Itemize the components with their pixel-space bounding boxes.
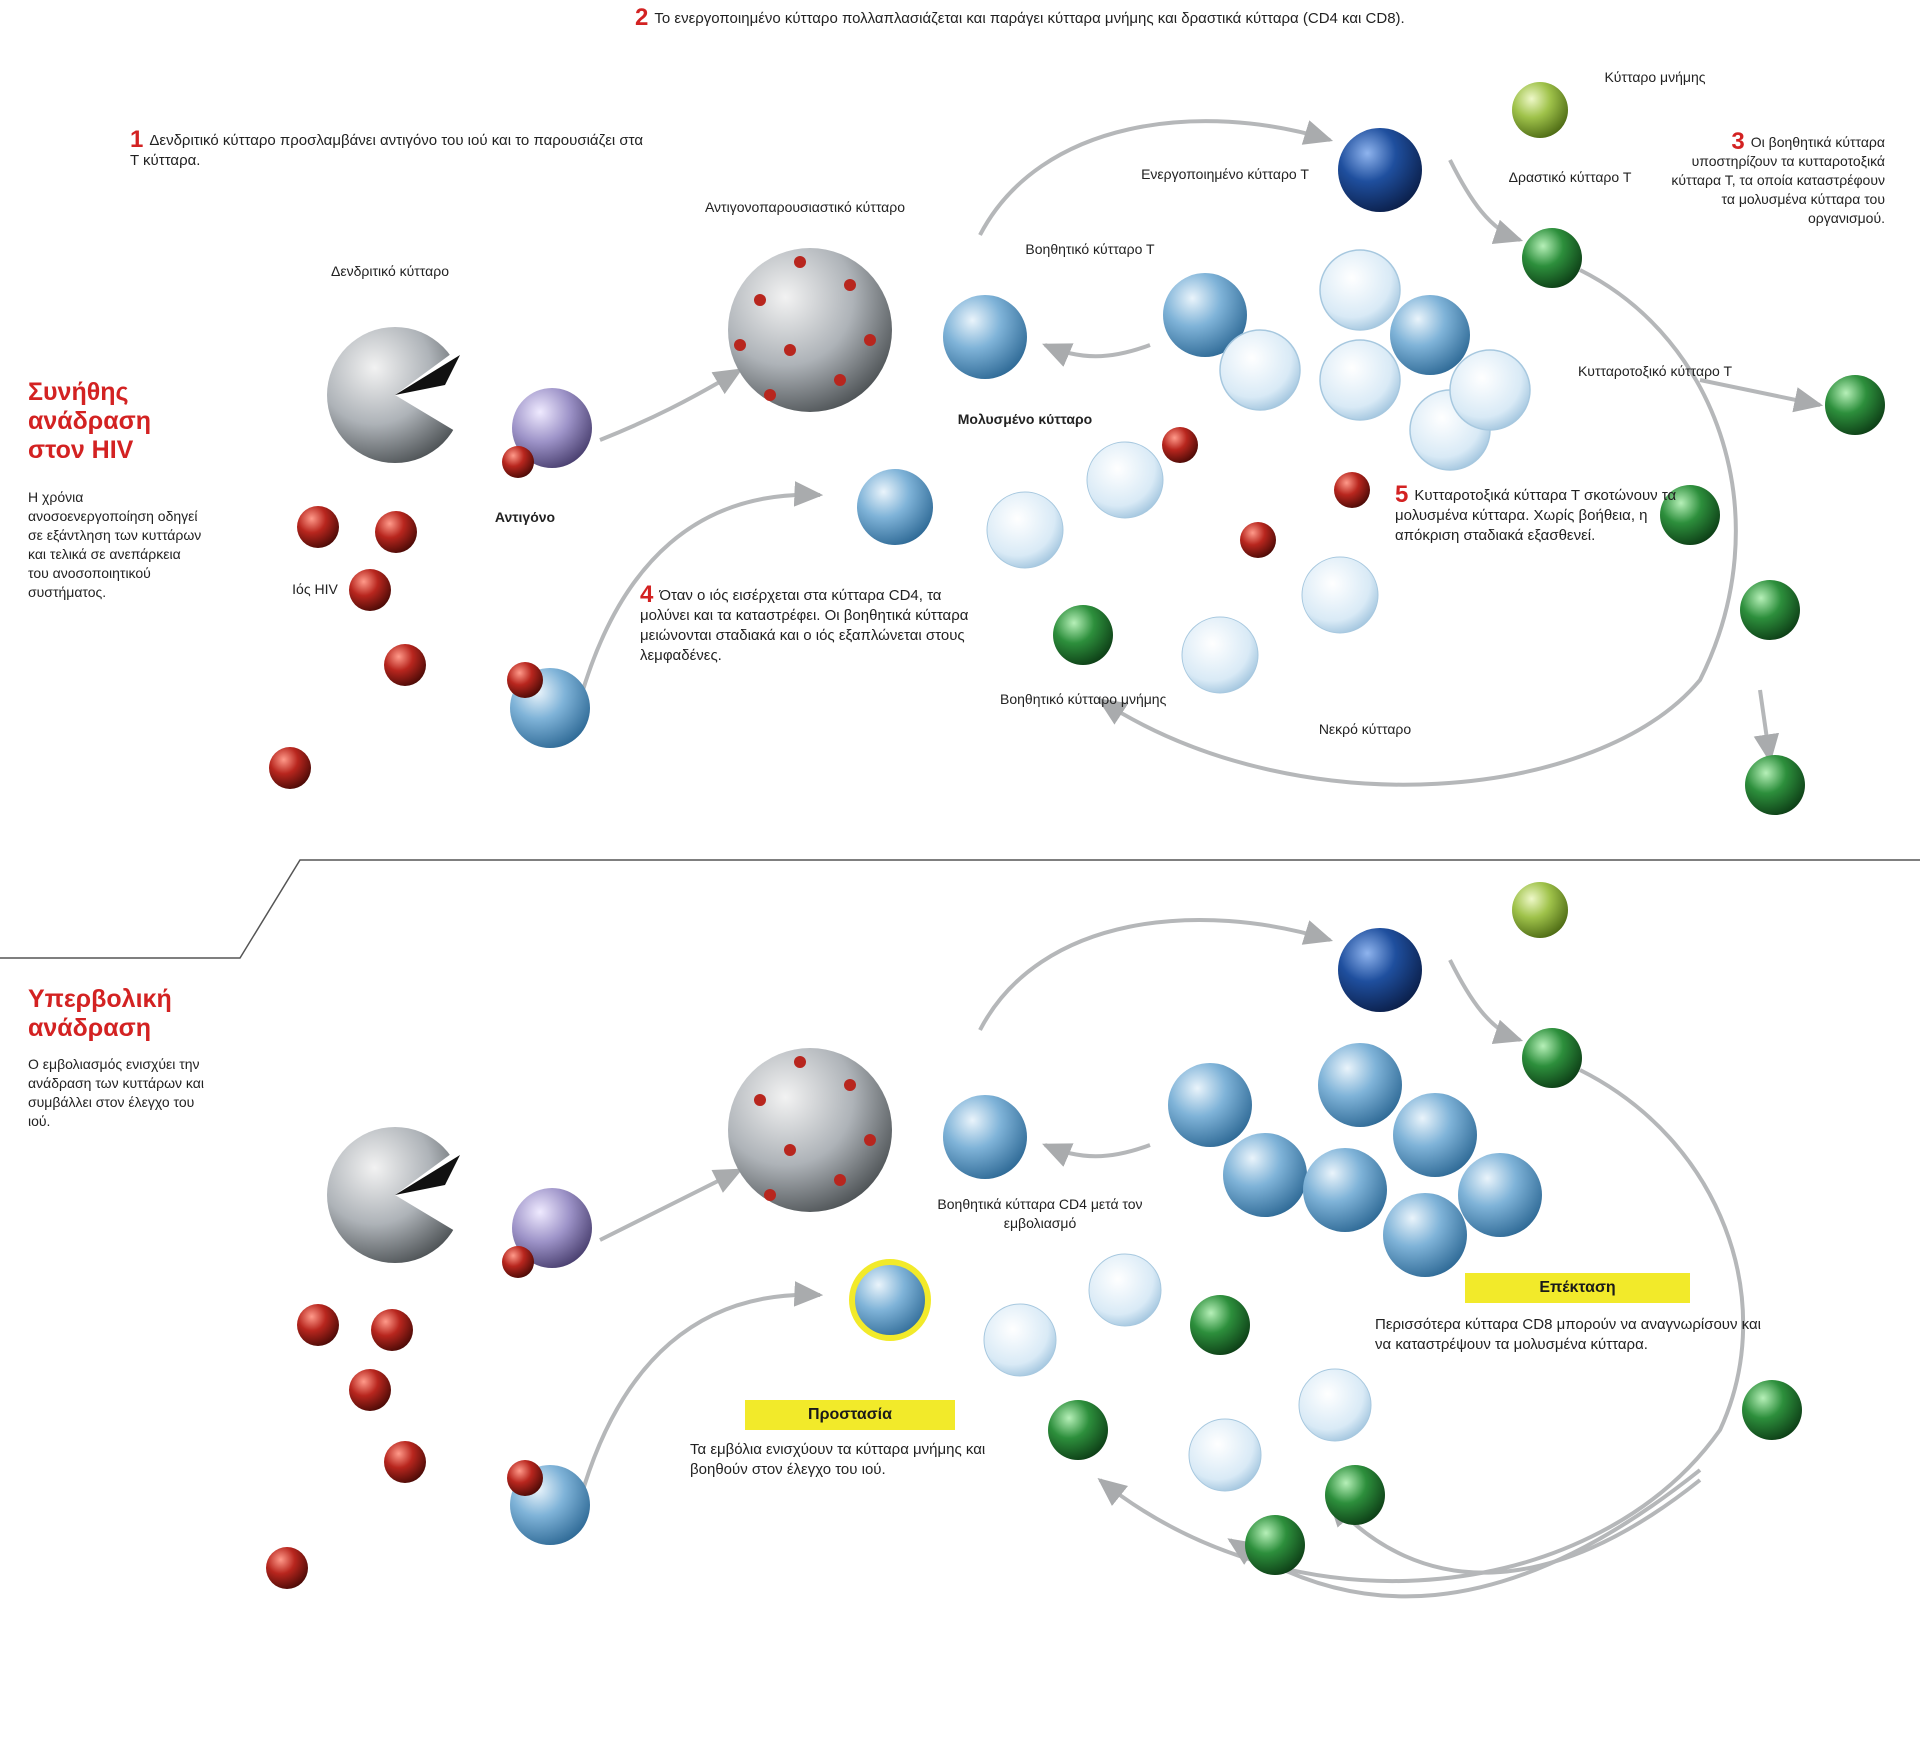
- effector-cell-top-4: [1740, 580, 1800, 640]
- effector-cell-top-2: [1825, 375, 1885, 435]
- top-arrows: [578, 119, 1824, 787]
- effector-cell-bottom-1: [1522, 1028, 1582, 1088]
- label-helper-mem: Βοηθητικό κύτταρο μνήμης: [1000, 691, 1167, 707]
- callout-protection-text: Τα εμβόλια ενισχύουν τα κύτταρα μνήμης κ…: [690, 1441, 986, 1478]
- step-5-text: Κυτταροτοξικά κύτταρα Τ σκοτώνουν τα μολ…: [1395, 487, 1677, 544]
- virus-cluster-top: [269, 506, 426, 789]
- activated-dendritic-top: [728, 248, 892, 412]
- label-dendritic: Δενδριτικό κύτταρο: [331, 263, 449, 279]
- section-body-top: Η χρόνια ανοσοενεργοποίηση οδηγεί σε εξά…: [28, 489, 202, 600]
- label-infected: Μολυσμένο κύτταρο: [957, 411, 1093, 427]
- step-5-number: 5: [1395, 481, 1409, 508]
- callout-protection-label: Προστασία: [745, 1400, 955, 1430]
- label-antigen: Αντιγόνο: [494, 509, 556, 525]
- activated-dendritic-bottom: [728, 1048, 892, 1212]
- dendritic-cell-top: [327, 327, 470, 463]
- step-1-text: Δενδριτικό κύτταρο προσλαμβάνει αντιγόνο…: [130, 132, 644, 169]
- label-helper-t: Βοηθητικό κύτταρο Τ: [1025, 241, 1155, 257]
- expanded-helper-cells: [1168, 1043, 1542, 1277]
- dying-cells-top: [1219, 249, 1531, 471]
- virus-cluster-bottom: [266, 1304, 426, 1589]
- infected-cells-top: [507, 427, 1379, 748]
- section-body-bottom: Ο εμβολιασμός ενισχύει την ανάδραση των …: [28, 1056, 204, 1129]
- label-memory: Κύτταρο μνήμης: [1604, 69, 1706, 85]
- effector-cell-top-3: [1660, 485, 1720, 545]
- dendritic-cell-bottom: [327, 1127, 470, 1263]
- bottom-arrows: [578, 918, 1746, 1599]
- callout-expansion-label: Επέκταση: [1465, 1273, 1690, 1303]
- step-4-text: Όταν ο ιός εισέρχεται στα κύτταρα CD4, τ…: [640, 587, 969, 664]
- step-3-text: Οι βοηθητικά κύτταρα υποστηρίζουν τα κυτ…: [1671, 134, 1885, 226]
- activated-cell-top: [1163, 273, 1247, 357]
- effector-cell-top-1: [1522, 228, 1582, 288]
- label-effector: Δραστικό κύτταρο Τ: [1508, 169, 1632, 185]
- infected-cells-bottom: [507, 1253, 1802, 1575]
- step-2-number: 2: [635, 4, 649, 31]
- effector-cell-top-5: [1745, 755, 1805, 815]
- section-title-bottom: Υπερβολική ανάδραση: [28, 985, 172, 1042]
- memory-cell-bottom: [1338, 928, 1422, 1012]
- label-vaccine-helper: Βοηθητικά κύτταρα CD4 μετά τον εμβολιασμ…: [937, 1196, 1143, 1231]
- label-activated: Ενεργοποιημένο κύτταρο Τ: [1141, 166, 1309, 182]
- presenting-cell-bottom: [512, 1188, 592, 1268]
- label-dead: Νεκρό κύτταρο: [1318, 721, 1412, 737]
- section-divider: [0, 859, 1920, 959]
- callout-expansion-text: Περισσότερα κύτταρα CD8 μπορούν να αναγν…: [1375, 1316, 1761, 1353]
- presenting-cell-top: [512, 388, 592, 468]
- label-cytotoxic: Κυτταροτοξικό κύτταρο Τ: [1577, 363, 1733, 379]
- light-green-cell-bottom: [1512, 882, 1568, 938]
- label-presenting: Αντιγονοπαρουσιαστικό κύτταρο: [704, 199, 906, 215]
- light-green-cell-top: [1512, 82, 1568, 138]
- step-2-text: Το ενεργοποιημένο κύτταρο πολλαπλασιάζετ…: [654, 10, 1405, 27]
- section-title-top: Συνήθης ανάδραση στον HIV: [28, 378, 152, 464]
- step-4-number: 4: [640, 581, 654, 608]
- step-2: 2 Το ενεργοποιημένο κύτταρο πολλαπλασιάζε…: [635, 6, 1565, 30]
- memory-cell-top: [1338, 128, 1422, 212]
- helper-cell-bottom: [943, 1095, 1027, 1179]
- label-virus: Ιός HIV: [292, 581, 338, 597]
- virus-on-cell: [502, 446, 534, 478]
- helper-cell-top: [943, 295, 1027, 379]
- step-3-number: 3: [1731, 128, 1745, 155]
- step-1-number: 1: [130, 126, 144, 153]
- effector-cell-top-6: [1053, 605, 1113, 665]
